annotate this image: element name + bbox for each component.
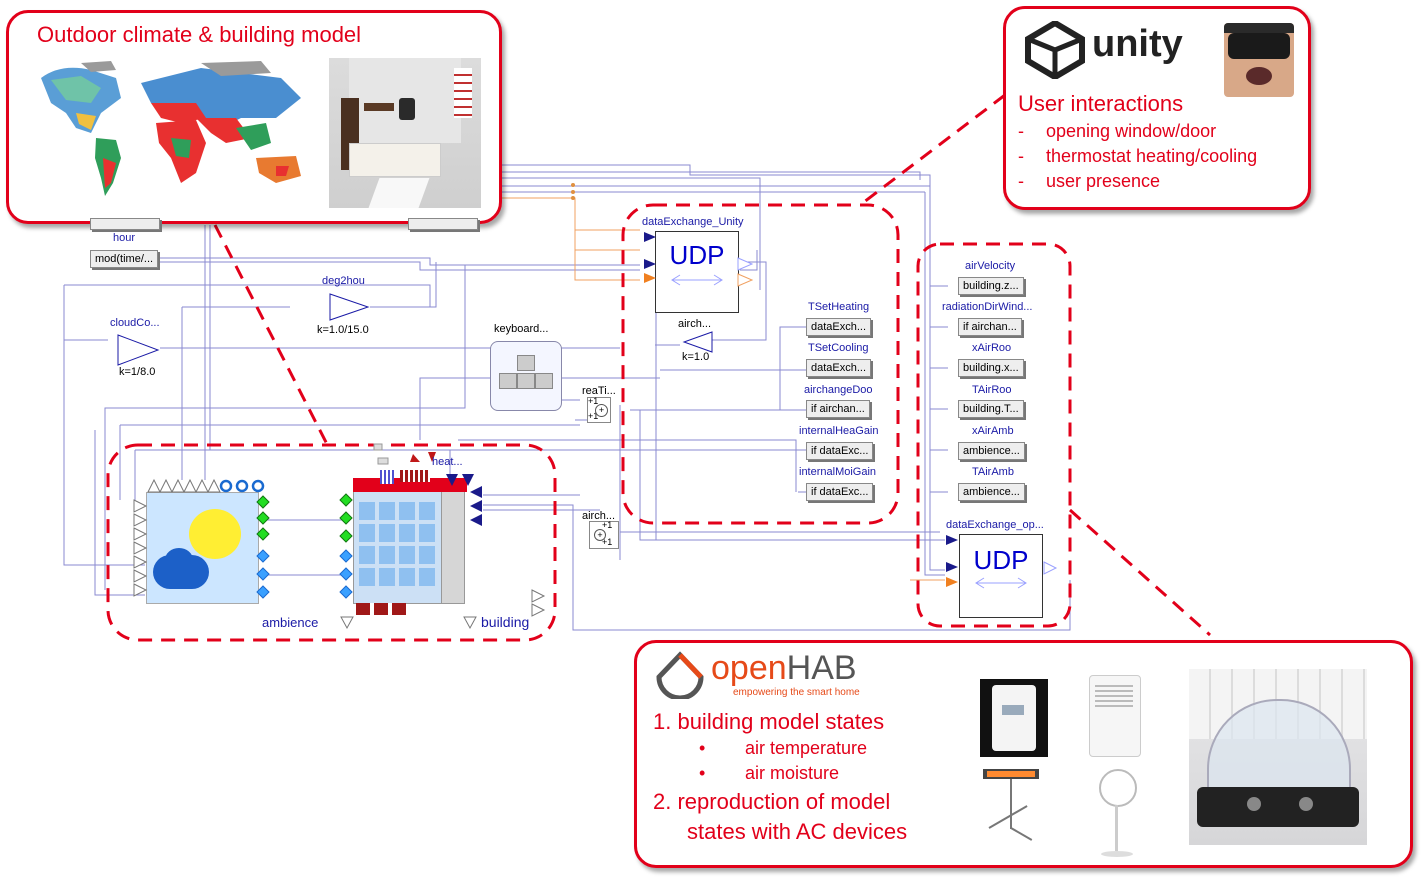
udp-arrows-icon [671,274,723,286]
openhab-item-1: 1. building model states [653,709,885,734]
building-vents [400,470,430,482]
xairroo-block[interactable]: building.x... [958,359,1024,377]
hidden-block-right[interactable] [408,218,478,230]
building-solar [380,470,394,484]
tairroo-label: TAirRoo [972,384,1012,396]
unity-item-3: -user presence [1018,171,1161,191]
unity-item-1: -opening window/door [1018,121,1217,141]
airch-add-block[interactable]: +1 +1 + [589,520,619,549]
unity-logo-icon [1025,21,1085,79]
airch-gain-k: k=1.0 [682,351,710,363]
building-side-ports [531,589,546,617]
humidifier-photo [980,679,1048,757]
airchangedoo-block[interactable]: if airchan... [806,400,870,418]
radiationdirwind-block[interactable]: if airchan... [958,318,1022,336]
reati-label: reaTi... [582,385,616,397]
cloudco-gain-icon[interactable] [116,333,162,367]
room-render [329,58,481,208]
udp-op-ports [946,535,1058,587]
internalmoigain-label: internalMoiGain [799,466,877,478]
dataexchange-op-label: dataExchange_op... [946,519,1044,531]
udp-unity-ports [644,232,754,287]
ambience-label: ambience [262,615,319,630]
udp-op-text: UDP [973,545,1029,575]
cloudco-label: cloudCo... [110,317,160,329]
deg2hou-gain-icon[interactable] [328,292,372,322]
building-icon[interactable] [353,490,465,604]
tsetcooling-block[interactable]: dataExch... [806,359,872,377]
hidden-block-left[interactable] [90,218,160,230]
unity-wordmark: unity [1092,23,1183,65]
deg2hou-label: deg2hou [322,275,365,287]
dome-photo [1189,669,1367,845]
openhab-sub-2: •air moisture [699,763,840,783]
udp-unity-text: UDP [669,240,725,270]
unity-heading: User interactions [1018,91,1184,116]
unity-callout: unity User interactions -opening window/… [1003,6,1311,210]
heater-photo [981,767,1041,857]
openhab-sub-1: •air temperature [699,738,868,758]
internalheagain-label: internalHeaGain [799,425,879,437]
building-output-icon [463,616,477,630]
keyboard-icon[interactable] [490,341,562,411]
fan-photo [1095,767,1139,859]
tsetcooling-label: TSetCooling [808,342,869,354]
openhab-item-2-line2: states with AC devices [687,819,908,844]
cloudco-gain: k=1/8.0 [119,366,156,378]
reati-add-block[interactable]: +1 +1 + [587,396,611,423]
xairamb-block[interactable]: ambience... [958,442,1025,460]
udp-unity-block[interactable]: UDP [655,231,739,313]
tsetheating-label: TSetHeating [808,301,870,313]
internalheagain-block[interactable]: if dataExc... [806,442,874,460]
vr-headset-photo [1224,23,1294,97]
outdoor-climate-callout: Outdoor climate & building model [6,10,502,224]
udp-arrows-icon [975,577,1027,589]
openhab-callout: openHAB empowering the smart home 1. bui… [634,640,1413,868]
building-label: building [481,614,530,630]
world-climate-map [21,58,326,208]
airvelocity-label: airVelocity [965,260,1016,272]
ambience-output-icon [340,616,354,630]
unity-item-2: -thermostat heating/cooling [1018,146,1258,166]
xairamb-label: xAirAmb [972,425,1014,437]
tairamb-label: TAirAmb [972,466,1014,478]
building-ports [339,443,482,599]
hour-label: hour [113,232,136,244]
udp-op-block[interactable]: UDP [959,534,1043,618]
ambience-ports [133,478,270,599]
airch-add-label: airch... [582,510,616,522]
hour-block[interactable]: mod(time/... [90,250,159,268]
tsetheating-block[interactable]: dataExch... [806,318,872,336]
outdoor-climate-title: Outdoor climate & building model [37,22,362,47]
xairroo-label: xAirRoo [972,342,1012,354]
heat-label: heat... [432,456,463,468]
airch-gain-label: airch... [678,318,712,330]
airchangedoo-label: airchangeDoo [804,384,873,396]
openhab-tagline: empowering the smart home [733,687,860,698]
tairroo-block[interactable]: building.T... [958,400,1024,418]
radiationdirwind-label: radiationDirWind... [942,301,1033,313]
keyboard-label: keyboard... [494,323,549,335]
airch-gain-icon[interactable] [682,330,714,354]
internalmoigain-block[interactable]: if dataExc... [806,483,874,501]
tairamb-block[interactable]: ambience... [958,483,1025,501]
air-conditioner-photo [1089,675,1141,759]
deg2hou-gain: k=1.0/15.0 [317,324,369,336]
sun-icon [189,509,241,559]
openhab-item-2-line1: 2. reproduction of model [653,789,891,814]
openhab-wordmark: openHAB [711,649,857,687]
openhab-logo-icon [656,651,704,699]
airvelocity-block[interactable]: building.z... [958,277,1024,295]
building-base [356,603,406,615]
dataexchange-unity-label: dataExchange_Unity [642,216,744,228]
sun-cloud-icon[interactable] [146,492,259,604]
